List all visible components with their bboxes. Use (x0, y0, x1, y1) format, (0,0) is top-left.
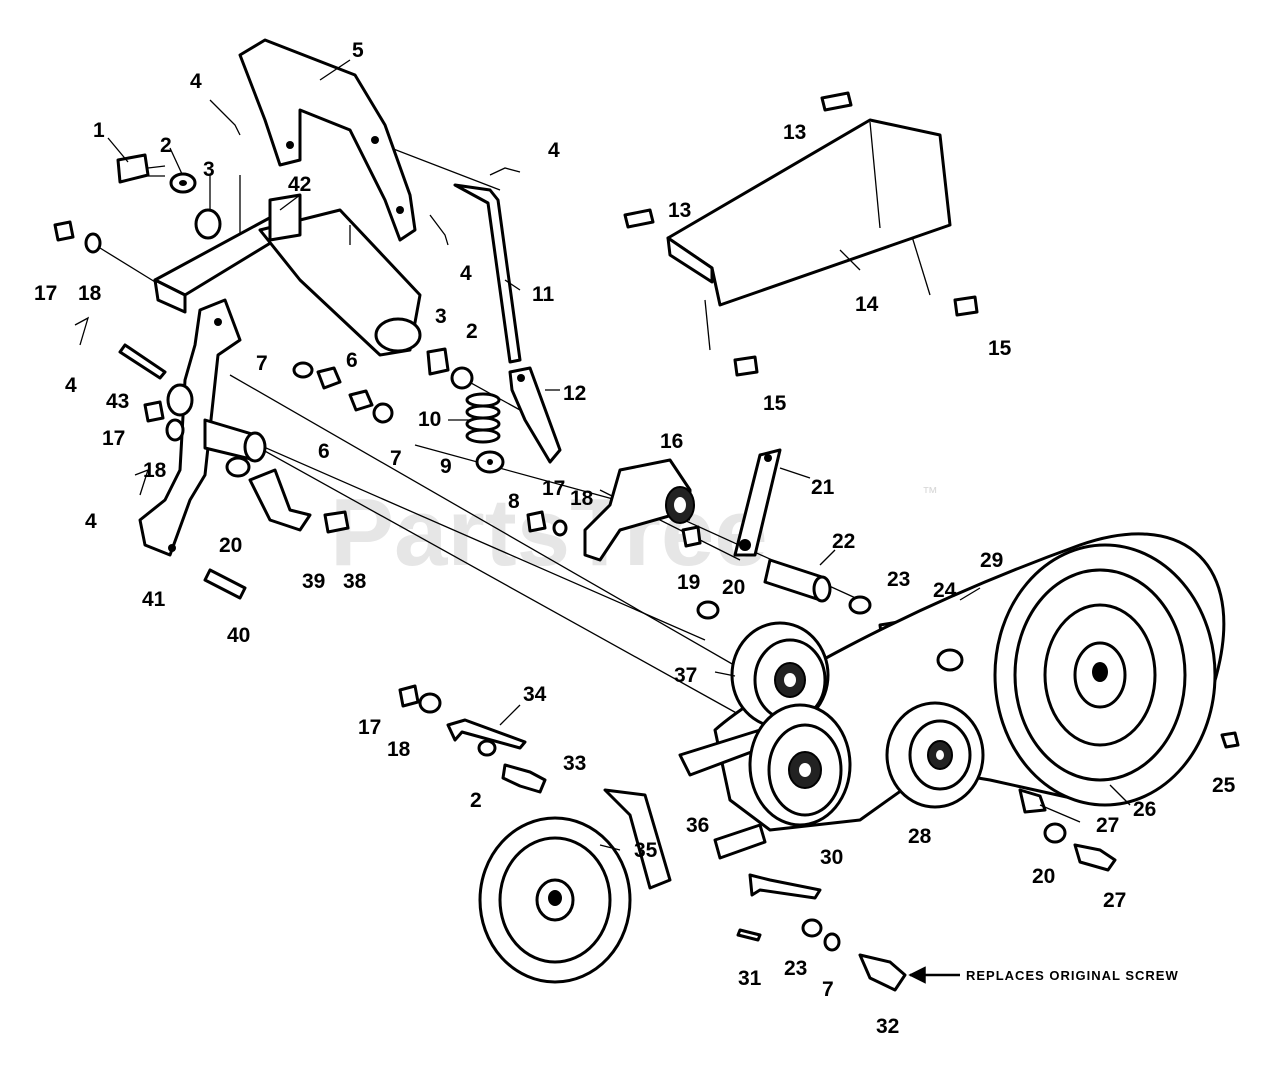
callout-18: 18 (570, 487, 594, 510)
callout-27: 27 (1096, 814, 1119, 837)
callout-26: 26 (1133, 798, 1156, 821)
callout-3: 3 (435, 305, 447, 328)
callout-18: 18 (387, 738, 411, 761)
callout-8: 8 (508, 490, 520, 513)
callout-17: 17 (102, 427, 125, 450)
callout-15: 15 (763, 392, 787, 415)
assembly-axis-lines (99, 139, 931, 716)
callout-14: 14 (855, 293, 879, 316)
callout-4: 4 (65, 374, 77, 397)
callout-3: 3 (203, 158, 215, 181)
callout-19: 19 (677, 571, 700, 594)
callout-9: 9 (440, 455, 452, 478)
callout-35: 35 (634, 839, 658, 862)
callout-17: 17 (542, 477, 565, 500)
pulley-28 (885, 701, 985, 809)
callout-18: 18 (78, 282, 102, 305)
callout-22: 22 (832, 530, 855, 553)
callout-39: 39 (302, 570, 325, 593)
callout-2: 2 (466, 320, 478, 343)
callout-38: 38 (343, 570, 367, 593)
idler-arm (733, 448, 782, 557)
callout-28: 28 (908, 825, 932, 848)
callout-7: 7 (256, 352, 268, 375)
callout-31: 31 (738, 967, 762, 990)
callout-18: 18 (143, 459, 167, 482)
idler-bracket (583, 458, 695, 562)
callout-4: 4 (548, 139, 560, 162)
cross-arm (153, 175, 422, 357)
callout-29: 29 (980, 549, 1003, 572)
trademark-symbol: ™ (922, 485, 938, 502)
callout-11: 11 (532, 283, 555, 306)
callout-16: 16 (660, 430, 683, 453)
callout-30: 30 (820, 846, 843, 869)
callout-20: 20 (722, 576, 745, 599)
small-parts (53, 91, 1240, 992)
callout-43: 43 (106, 390, 129, 413)
large-pulley (993, 543, 1217, 807)
spring (465, 392, 501, 444)
callout-4: 4 (460, 262, 472, 285)
callout-17: 17 (34, 282, 57, 305)
callout-33: 33 (563, 752, 586, 775)
callout-6: 6 (318, 440, 330, 463)
replaces-original-screw-note: REPLACES ORIGINAL SCREW (966, 968, 1179, 983)
collar-9 (475, 450, 505, 474)
rod-bracket (508, 366, 562, 464)
callout-21: 21 (811, 476, 835, 499)
callout-20: 20 (1032, 865, 1055, 888)
callout-41: 41 (142, 588, 166, 611)
callout-42: 42 (288, 173, 311, 196)
handle-bracket (238, 38, 417, 242)
callout-32: 32 (876, 1015, 899, 1038)
control-rod (453, 183, 522, 364)
callout-2: 2 (470, 789, 482, 812)
callout-13: 13 (668, 199, 691, 222)
callout-17: 17 (358, 716, 381, 739)
callout-labels: 1 2 3 4 5 4 42 4 11 17 18 4 43 7 6 6 7 3… (34, 39, 1236, 1038)
callout-27: 27 (1103, 889, 1126, 912)
belt-pulley-35 (478, 788, 672, 984)
callout-37: 37 (674, 664, 697, 687)
callout-23: 23 (784, 957, 807, 980)
spacer-tube-20 (166, 383, 267, 478)
callout-36: 36 (686, 814, 709, 837)
callout-34: 34 (523, 683, 547, 706)
callout-24: 24 (933, 579, 957, 602)
callout-6: 6 (346, 349, 358, 372)
callout-20: 20 (219, 534, 242, 557)
callout-13: 13 (783, 121, 806, 144)
belt-guard-cover (666, 118, 952, 307)
callout-4: 4 (190, 70, 202, 93)
callout-7: 7 (822, 978, 834, 1001)
sleeve-22 (763, 558, 832, 603)
callout-40: 40 (227, 624, 250, 647)
callout-12: 12 (563, 382, 586, 405)
pulley-36 (748, 703, 852, 827)
callout-25: 25 (1212, 774, 1236, 797)
callout-10: 10 (418, 408, 441, 431)
callout-1: 1 (93, 119, 105, 142)
callout-5: 5 (352, 39, 364, 62)
callout-7: 7 (390, 447, 402, 470)
callout-4: 4 (85, 510, 97, 533)
callout-2: 2 (160, 134, 172, 157)
callout-23: 23 (887, 568, 910, 591)
leader-lines (107, 59, 1131, 851)
callout-15: 15 (988, 337, 1012, 360)
